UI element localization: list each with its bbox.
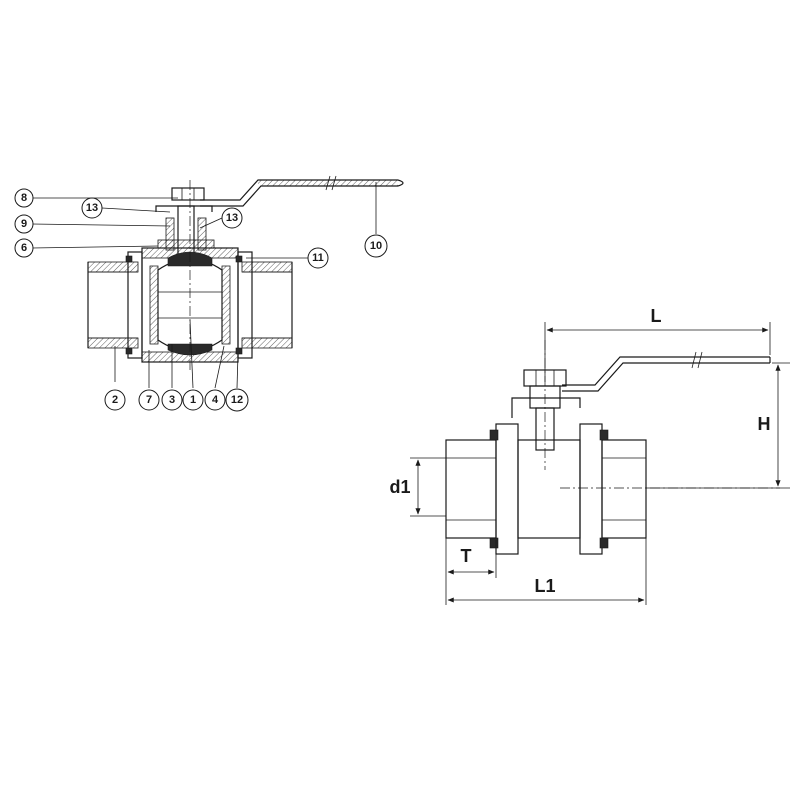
dimensioned-view: L H d1 T L1 (389, 306, 790, 605)
svg-text:8: 8 (21, 192, 27, 204)
part-bubble-13-upper: 13 (81, 197, 103, 219)
part-bubble-1: 1 (182, 389, 204, 411)
valve-body-side (445, 423, 647, 555)
svg-text:L1: L1 (534, 576, 555, 596)
part-bubble-2: 2 (104, 389, 126, 411)
svg-text:7: 7 (146, 394, 152, 406)
svg-text:12: 12 (231, 394, 243, 406)
left-end-cap (87, 251, 143, 359)
svg-text:10: 10 (370, 240, 382, 252)
svg-text:13: 13 (226, 212, 238, 224)
part-bubble-7: 7 (138, 389, 160, 411)
part-bubble-9: 9 (14, 214, 34, 234)
svg-text:d1: d1 (389, 477, 410, 497)
dimension-H: H (646, 362, 790, 489)
handle-lever-side (511, 351, 771, 451)
svg-text:3: 3 (169, 394, 175, 406)
part-bubble-10: 10 (364, 234, 388, 258)
svg-text:13: 13 (86, 202, 98, 214)
svg-text:H: H (758, 414, 771, 434)
svg-text:9: 9 (21, 218, 27, 230)
part-bubble-8: 8 (14, 188, 34, 208)
sectional-view: 8 13 9 13 6 11 10 2 7 3 1 (14, 175, 404, 412)
dimension-T: T (445, 538, 497, 605)
svg-text:2: 2 (112, 394, 118, 406)
dimension-d1: d1 (389, 457, 446, 517)
right-end-cap (235, 251, 293, 359)
part-bubble-4: 4 (204, 389, 226, 411)
svg-text:11: 11 (312, 252, 324, 264)
handle-lever (200, 175, 404, 207)
svg-text:6: 6 (21, 242, 27, 254)
part-bubble-11: 11 (307, 247, 329, 269)
part-bubble-13-right: 13 (221, 207, 243, 229)
dimension-L: L (544, 306, 771, 382)
svg-text:T: T (461, 546, 472, 566)
svg-text:L: L (651, 306, 662, 326)
leader-lines (31, 182, 377, 389)
part-bubble-12: 12 (225, 388, 249, 412)
dimension-L1: L1 (447, 538, 647, 605)
part-bubble-3: 3 (161, 389, 183, 411)
svg-text:1: 1 (190, 394, 196, 406)
svg-text:4: 4 (212, 394, 219, 406)
part-bubble-6: 6 (14, 238, 34, 258)
